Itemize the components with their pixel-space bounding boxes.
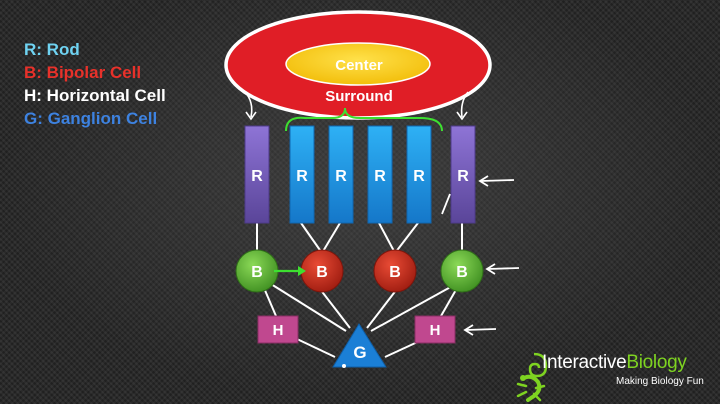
- center-label: Center: [335, 57, 383, 74]
- rod-4: [367, 125, 393, 224]
- ganglion-cell: [332, 323, 387, 368]
- bipolar-cell-3: [373, 249, 417, 293]
- center-bracket: [285, 107, 443, 132]
- ganglion-dot: [342, 364, 346, 368]
- legend-item-rod: R: Rod: [24, 40, 80, 59]
- rod-3-label: R: [335, 168, 347, 185]
- rod-6-label: R: [457, 168, 469, 185]
- bipolar-cell-1-label: B: [251, 264, 263, 281]
- rod-2: [289, 125, 315, 224]
- logo-name-part1: Interactive: [542, 352, 627, 373]
- bipolar-cell-4: [440, 249, 484, 293]
- horizontal-cell-1: [257, 315, 299, 344]
- green-arrow: [274, 266, 306, 276]
- center-ellipse: [285, 42, 431, 86]
- rod-4-label: R: [374, 168, 386, 185]
- surround-arrow-right: [456, 91, 469, 121]
- ganglion-label: G: [353, 343, 366, 362]
- gecko-icon: [516, 352, 548, 402]
- logo-name-part2: Biology: [626, 352, 687, 373]
- horizontal-cell-2: [414, 315, 456, 344]
- rod-1-label: R: [251, 168, 263, 185]
- rod-tick-mark: [441, 193, 451, 215]
- logo-tagline: Making Biology Fun: [616, 376, 704, 387]
- surround-arrow-left: [244, 91, 257, 121]
- legend-item-horizontal: H: Horizontal Cell: [24, 86, 166, 105]
- rod-3: [328, 125, 354, 224]
- bipolar-cell-2-label: B: [316, 264, 328, 281]
- pointer-arrow-rod: [478, 175, 515, 187]
- rod-5: [406, 125, 432, 224]
- wiring: [256, 222, 463, 358]
- legend: R: Rod B: Bipolar Cell H: Horizontal Cel…: [24, 38, 166, 130]
- pointer-arrow-horizontal: [463, 324, 497, 336]
- horizontal-cell-2-label: H: [430, 322, 441, 339]
- interactive-biology-logo: InteractiveBiology Making Biology Fun: [512, 344, 712, 402]
- bipolar-cell-3-label: B: [389, 264, 401, 281]
- rod-6: [450, 125, 476, 224]
- rod-2-label: R: [296, 168, 308, 185]
- horizontal-cell-1-label: H: [273, 322, 284, 339]
- legend-item-bipolar: B: Bipolar Cell: [24, 63, 142, 82]
- legend-item-ganglion: G: Ganglion Cell: [24, 109, 158, 128]
- surround-label: Surround: [325, 88, 393, 105]
- rod-5-label: R: [413, 168, 425, 185]
- pointer-arrow-bipolar: [485, 263, 520, 275]
- bipolar-cell-4-label: B: [456, 264, 468, 281]
- logo-wordmark: InteractiveBiology: [542, 352, 687, 374]
- rod-1: [244, 125, 270, 224]
